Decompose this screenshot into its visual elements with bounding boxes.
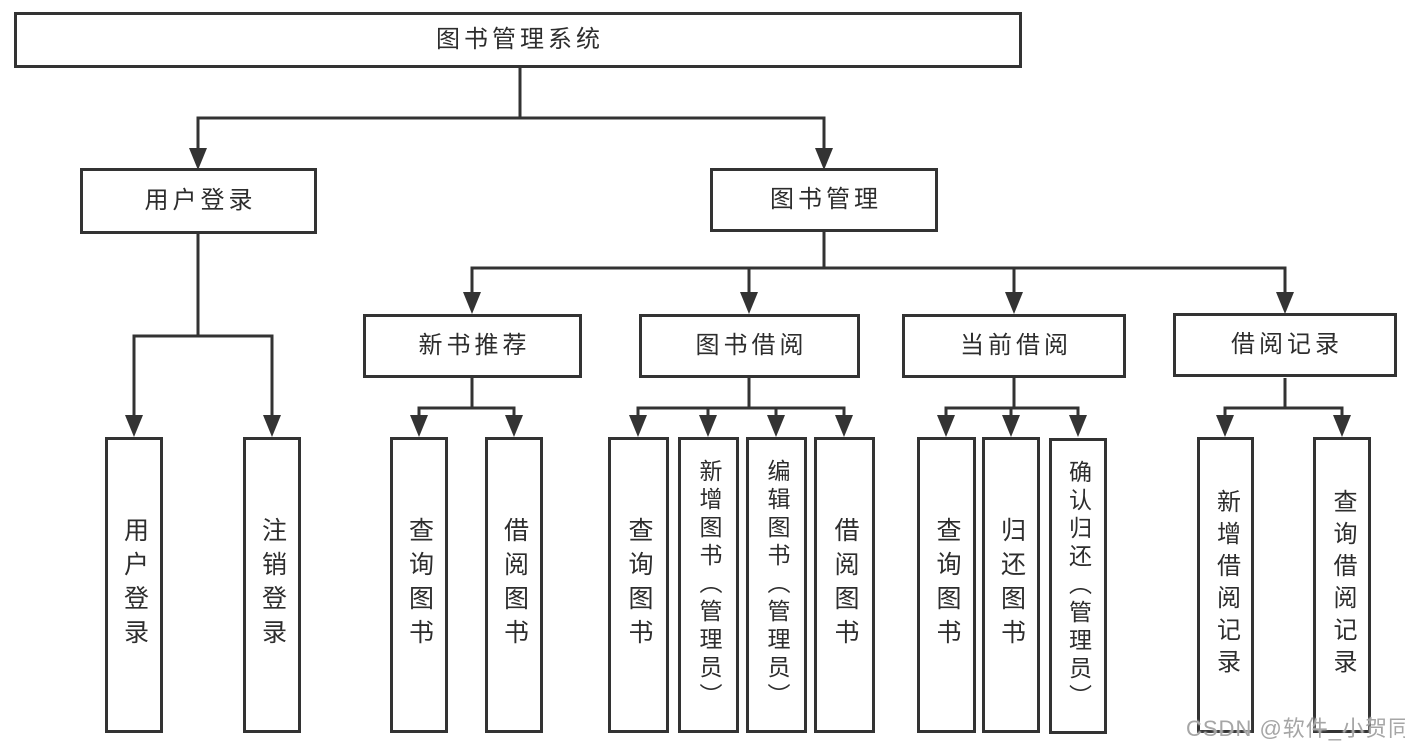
node-library-system-label: 图书管理系统: [436, 26, 604, 53]
leaf-search-books-borrow-label: 查询图书: [625, 517, 653, 653]
node-book-borrowing-label: 图书借阅: [695, 332, 808, 359]
node-borrowing-records: 借阅记录: [1173, 313, 1397, 377]
arrowheads: [125, 148, 1351, 437]
leaf-edit-book-admin-label: 编辑图书（管理员）: [764, 459, 790, 711]
leaf-user-login-label: 用户登录: [120, 517, 149, 653]
leaf-search-books-borrow: 查询图书: [608, 437, 669, 733]
leaf-add-borrow-record: 新增借阅记录: [1197, 437, 1254, 733]
node-user-login-group: 用户登录: [80, 168, 317, 234]
leaf-return-books: 归还图书: [982, 437, 1040, 733]
leaf-add-book-admin-label: 新增图书（管理员）: [696, 459, 722, 711]
leaf-search-books-recommend: 查询图书: [390, 437, 448, 733]
leaf-search-books-recommend-label: 查询图书: [405, 517, 434, 653]
watermark: CSDN @软件_小贺同学: [1186, 716, 1405, 741]
node-new-book-recommend-label: 新书推荐: [418, 332, 531, 359]
leaf-borrow-books: 借阅图书: [814, 437, 875, 733]
node-current-borrowing: 当前借阅: [902, 314, 1126, 378]
leaf-borrow-books-recommend-label: 借阅图书: [500, 517, 529, 653]
leaf-logout-label: 注销登录: [258, 517, 287, 653]
node-library-system: 图书管理系统: [14, 12, 1022, 68]
node-user-login-group-label: 用户登录: [144, 187, 257, 214]
leaf-edit-book-admin: 编辑图书（管理员）: [746, 437, 807, 733]
node-borrowing-records-label: 借阅记录: [1231, 331, 1343, 358]
leaf-add-book-admin: 新增图书（管理员）: [678, 437, 739, 733]
leaf-query-borrow-record-label: 查询借阅记录: [1329, 489, 1356, 681]
node-book-management-label: 图书管理: [770, 186, 882, 213]
leaf-user-login: 用户登录: [105, 437, 163, 733]
leaf-add-borrow-record-label: 新增借阅记录: [1212, 489, 1240, 681]
leaf-return-books-label: 归还图书: [997, 517, 1026, 653]
leaf-logout: 注销登录: [243, 437, 301, 733]
leaf-borrow-books-label: 借阅图书: [831, 517, 859, 653]
node-new-book-recommend: 新书推荐: [363, 314, 582, 378]
node-book-borrowing: 图书借阅: [639, 314, 860, 378]
node-book-management: 图书管理: [710, 168, 938, 232]
node-current-borrowing-label: 当前借阅: [960, 332, 1072, 359]
leaf-confirm-return-admin-label: 确认归还（管理员）: [1065, 460, 1092, 712]
leaf-search-books-current: 查询图书: [917, 437, 976, 733]
leaf-borrow-books-recommend: 借阅图书: [485, 437, 543, 733]
leaf-search-books-current-label: 查询图书: [933, 517, 961, 653]
leaf-confirm-return-admin: 确认归还（管理员）: [1049, 438, 1107, 734]
leaf-query-borrow-record: 查询借阅记录: [1313, 437, 1371, 733]
